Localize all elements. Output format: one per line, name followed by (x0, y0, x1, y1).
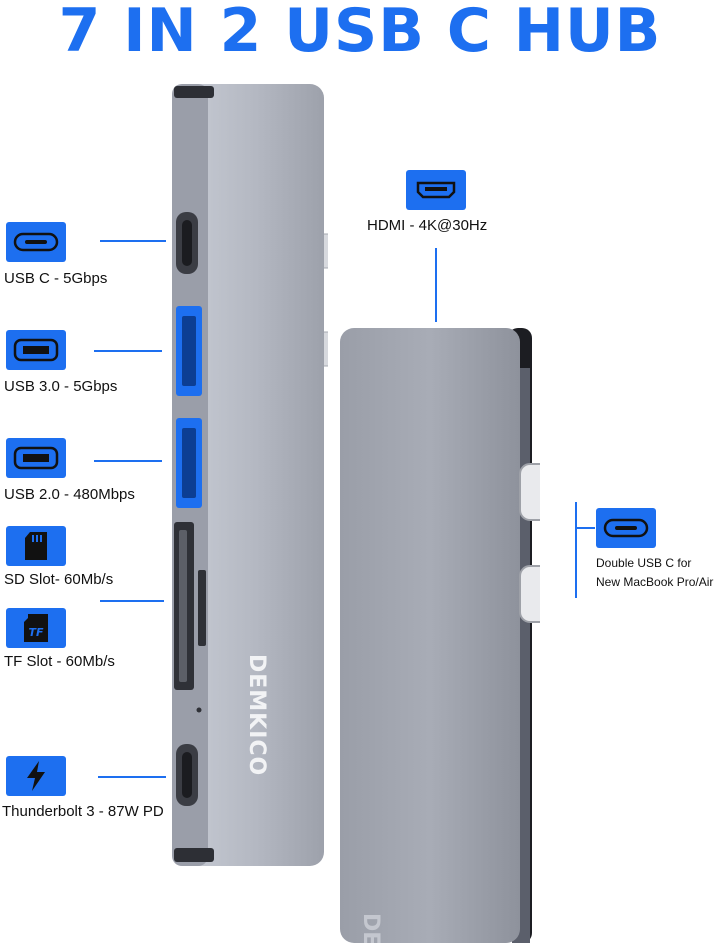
leader-line (435, 248, 437, 322)
leader-line (575, 527, 595, 529)
usb-a-port-icon (6, 330, 66, 370)
port-label-thunderbolt: Thunderbolt 3 - 87W PD (2, 803, 164, 820)
lightning-icon (6, 756, 66, 796)
usb-c-port-icon (6, 222, 66, 262)
brand-label: DEMKICO (244, 654, 269, 776)
leader-line (94, 460, 162, 462)
port-label-tf: TF Slot - 60Mb/s (4, 653, 115, 670)
double-usb-c-label-line1: Double USB C for (596, 556, 692, 570)
svg-text:TF: TF (28, 626, 44, 639)
port-label-usb-2: USB 2.0 - 480Mbps (4, 486, 135, 503)
port-label-usb-c: USB C - 5Gbps (4, 270, 108, 287)
port-label-usb-3: USB 3.0 - 5Gbps (4, 378, 118, 395)
tf-card-icon: TF (6, 608, 66, 648)
leader-line (98, 776, 166, 778)
leader-bracket (575, 502, 577, 598)
hdmi-port-icon (406, 170, 466, 210)
double-usb-c-label-line2: New MacBook Pro/Air (596, 575, 714, 589)
port-label-hdmi: HDMI - 4K@30Hz (367, 217, 488, 234)
hub-front-view: DEMKICO (172, 84, 328, 866)
page-title: 7 IN 2 USB C HUB (58, 0, 662, 66)
brand-mark-partial: DE (358, 913, 383, 943)
hub-back-view: DE (340, 328, 540, 943)
sd-card-icon (6, 526, 66, 566)
port-label-sd: SD Slot- 60Mb/s (4, 571, 114, 588)
leader-line (100, 240, 166, 242)
usb-a-port-icon (6, 438, 66, 478)
leader-line (94, 350, 162, 352)
leader-line (100, 600, 164, 602)
usb-c-port-icon (596, 508, 656, 548)
